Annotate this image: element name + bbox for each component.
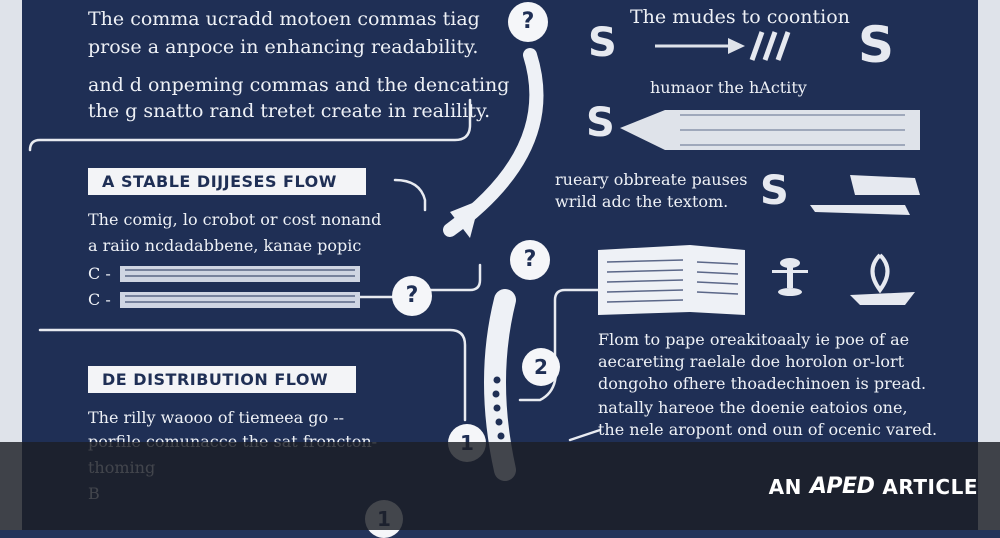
- left-border: [0, 0, 22, 530]
- top-right-note-1: rueary obbreate pauses: [555, 170, 748, 189]
- intro-text-line-4: the g snatto rand tretet create in reali…: [88, 100, 491, 122]
- s-symbol-icon: S: [760, 168, 789, 214]
- question-mark-icon: ?: [392, 276, 432, 316]
- top-right-sub: humaor the hActity: [650, 78, 807, 97]
- aped-logo: APED: [809, 474, 875, 499]
- s-symbol-icon: S: [586, 100, 615, 146]
- section-2-line-1: The rilly waooo of tiemeea go --: [88, 408, 345, 427]
- right-text-line-1: Flom to pape oreakitoaaly ie poe of ae: [598, 330, 910, 349]
- intro-text-line-2: prose a anpoce in enhancing readability.: [88, 36, 479, 58]
- section-1-bullet-1: C -: [88, 264, 111, 283]
- intro-text-line-3: and d onpeming commas and the dencating: [88, 74, 510, 96]
- right-text-line-2: aecareting raelale doe horolon or-lort: [598, 352, 905, 371]
- article-branding: AN APED ARTICLE: [769, 474, 978, 499]
- section-1-line-2: a raiio ncdadabbene, kanae popic: [88, 236, 362, 255]
- question-mark-icon: ?: [510, 240, 550, 280]
- number-badge: 2: [522, 348, 560, 386]
- section-1-banner: A STABLE DIJJESES FLOW: [88, 168, 366, 195]
- intro-text-line-1: The comma ucradd motoen commas tiag: [88, 8, 480, 30]
- section-1-line-1: The comig, lo crobot or cost nonand: [88, 210, 382, 229]
- s-symbol-icon: S: [858, 16, 895, 74]
- bottom-overlay-bar: [0, 442, 1000, 530]
- branding-prefix: AN: [768, 474, 802, 499]
- right-border: [978, 0, 1000, 530]
- right-text-line-5: the nele aropont ond oun of ocenic vared…: [598, 420, 938, 439]
- top-right-note-2: wrild adc the textom.: [555, 192, 729, 211]
- s-symbol-icon: S: [588, 20, 617, 66]
- section-1-bullet-2: C -: [88, 290, 111, 309]
- question-mark-icon: ?: [508, 2, 548, 42]
- right-text-line-4: natally hareoe the doenie eatoios one,: [598, 398, 908, 417]
- right-text-line-3: dongoho ofhere thoadechinoen is pread.: [598, 374, 927, 393]
- section-2-banner: DE DISTRIBUTION FLOW: [88, 366, 356, 393]
- top-right-caption: The mudes to coontion: [630, 6, 850, 28]
- branding-suffix: ARTICLE: [882, 474, 978, 499]
